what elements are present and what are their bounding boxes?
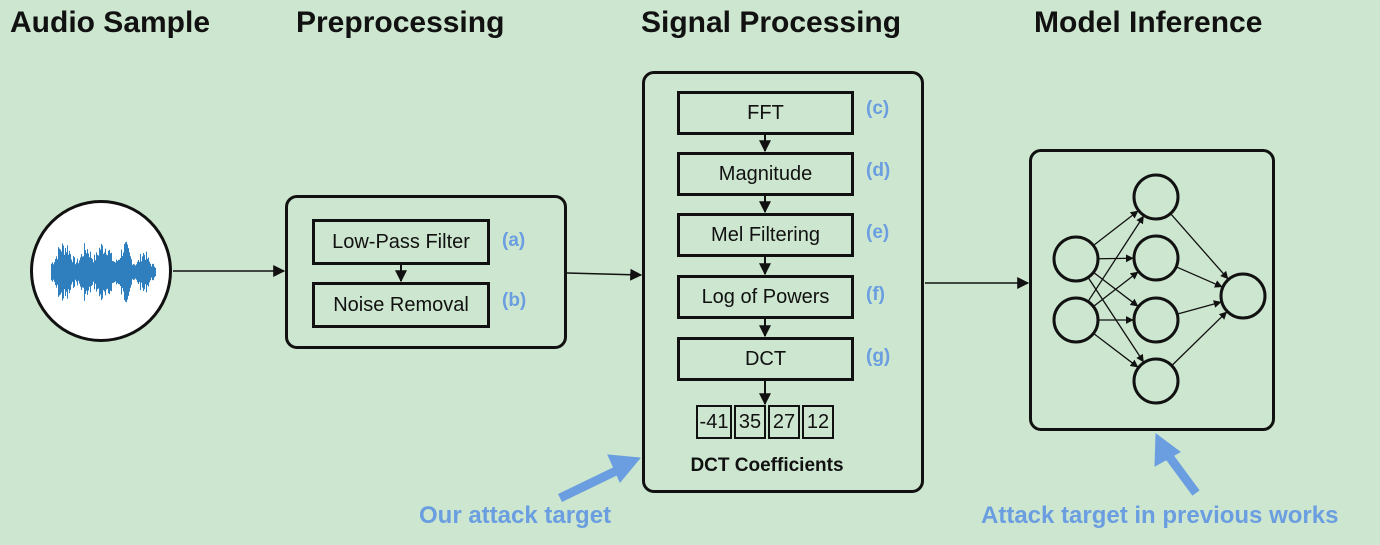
waveform-icon — [51, 237, 156, 307]
our-attack-arrowhead — [607, 454, 641, 483]
noise-removal-step: Noise Removal — [312, 282, 490, 328]
previous-attack-arrow — [1164, 452, 1200, 496]
signal-processing-block — [642, 71, 924, 493]
step-tag-c: (c) — [866, 98, 890, 119]
preprocessing-block — [285, 195, 567, 349]
nn-edge — [1171, 311, 1228, 367]
audio-sample-title: Audio Sample — [10, 6, 211, 39]
model-inference-block — [1029, 149, 1275, 431]
nn-edge — [1093, 332, 1139, 368]
nn-edge — [1092, 271, 1139, 308]
nn-hidden-node — [1132, 296, 1180, 344]
attack-arrows — [558, 433, 1200, 503]
nn-edge — [1087, 215, 1145, 302]
dct-coefficients-caption: DCT Coefficients — [690, 455, 844, 476]
dct-step: DCT — [677, 337, 854, 381]
previous-attack-arrowhead — [1154, 433, 1181, 467]
nn-edge — [1170, 213, 1229, 280]
coefficient-cell: -41 — [696, 405, 732, 439]
nn-input-node — [1052, 235, 1100, 283]
low-pass-filter-step: Low-Pass Filter — [312, 219, 490, 265]
neural-network-icon — [1052, 173, 1267, 405]
preprocessing-title: Preprocessing — [296, 6, 505, 39]
coefficient-cell: 12 — [802, 405, 834, 439]
model-inference-title: Model Inference — [1034, 6, 1263, 39]
nn-hidden-node — [1132, 234, 1180, 282]
arrow-preprocessing-to-signal — [566, 268, 643, 281]
audio-sample-node — [30, 200, 172, 342]
nn-hidden-node — [1132, 357, 1180, 405]
step-tag-f: (f) — [866, 284, 885, 305]
nn-edge — [1175, 266, 1223, 288]
our-attack-target-label: Our attack target — [419, 502, 612, 529]
coefficient-cell: 35 — [734, 405, 766, 439]
signal-processing-title: Signal Processing — [641, 6, 902, 39]
step-tag-a: (a) — [502, 230, 526, 251]
nn-hidden-node — [1132, 173, 1180, 221]
our-attack-arrow — [558, 465, 620, 503]
previous-attack-target-label: Attack target in previous works — [981, 502, 1339, 529]
nn-output-node — [1219, 272, 1267, 320]
nn-input-node — [1052, 296, 1100, 344]
step-tag-e: (e) — [866, 222, 890, 243]
mel-filtering-step: Mel Filtering — [677, 213, 854, 257]
nn-edge — [1092, 210, 1139, 247]
nn-edge — [1177, 300, 1222, 315]
dct-coefficients: -41 35 27 12 — [696, 405, 836, 439]
log-of-powers-step: Log of Powers — [677, 275, 854, 319]
step-tag-b: (b) — [502, 290, 527, 311]
fft-step: FFT — [677, 91, 854, 135]
step-tag-d: (d) — [866, 160, 891, 181]
magnitude-step: Magnitude — [677, 152, 854, 196]
step-tag-g: (g) — [866, 346, 891, 367]
coefficient-cell: 27 — [768, 405, 800, 439]
